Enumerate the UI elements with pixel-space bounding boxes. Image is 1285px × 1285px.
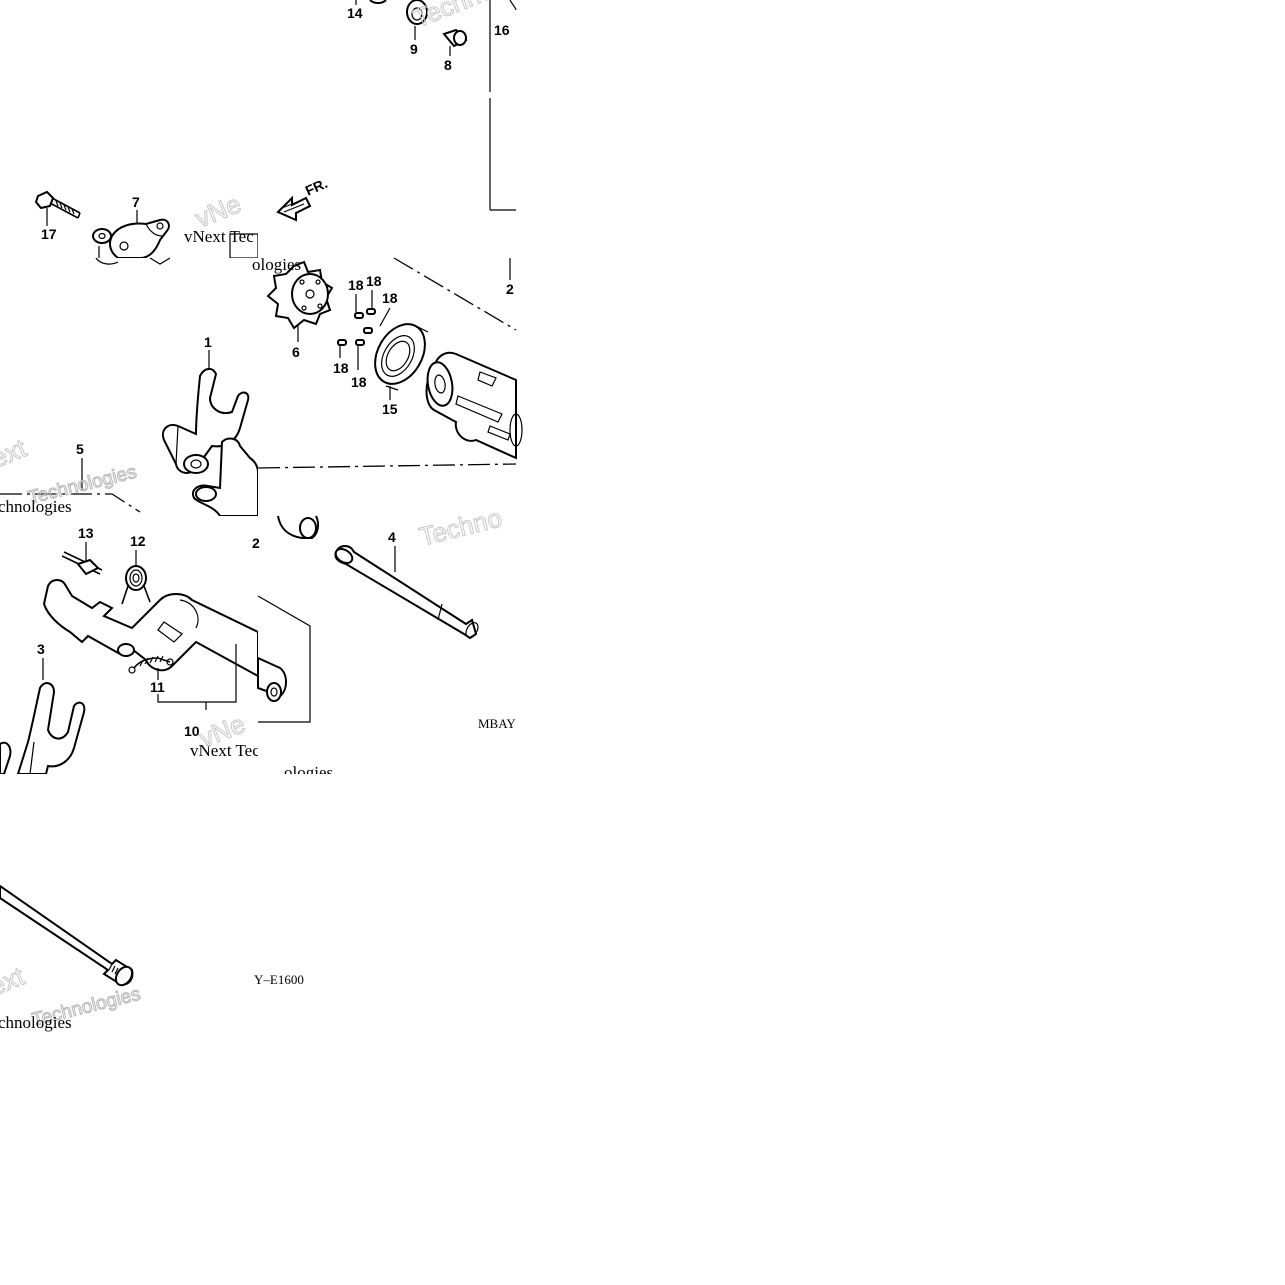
diagram-tile-2: 14 9 8 16 Techno — [258, 0, 517, 258]
part-label-18-a: 18 — [348, 277, 364, 293]
diagram-tile-3: 1 5 ext Technologies chnologies — [0, 257, 259, 517]
part-label-10: 10 — [184, 723, 200, 739]
part-label-18-b: 18 — [366, 273, 382, 289]
front-direction-arrow-icon — [276, 195, 312, 222]
shift-drum-cam-6-icon — [266, 260, 334, 330]
part-label-7: 7 — [132, 194, 140, 210]
watermark-chnologies-bottom: chnologies — [0, 1013, 72, 1032]
collar-icon — [277, 515, 320, 539]
watermark-ext-bottom: ext — [0, 960, 29, 1001]
shift-drum-2-icon — [425, 351, 523, 460]
part-label-2: 2 — [506, 281, 514, 297]
part-label-4: 4 — [388, 529, 396, 545]
part-label-18-e: 18 — [351, 374, 367, 390]
direction-marker: FR. — [303, 175, 330, 199]
part-label-18-d: 18 — [333, 360, 349, 376]
diagram-tile-4: 6 18 18 18 18 18 — [252, 255, 523, 516]
part-label-6: 6 — [292, 344, 300, 360]
torsion-spring-12-icon — [121, 565, 151, 605]
screw-13-icon — [61, 551, 103, 576]
part-label-8: 8 — [444, 57, 452, 73]
part-label-15: 15 — [382, 401, 398, 417]
bearing-15-icon — [374, 323, 429, 391]
dowel-pins-18-icon — [337, 290, 391, 370]
watermark-ext: ext — [0, 432, 31, 473]
watermark-ologies-top: ologies — [252, 255, 301, 274]
part-label-18-c: 18 — [382, 290, 398, 306]
diagram-tile-6: 4 Techno 2 MBAY ologies — [252, 502, 516, 782]
part-label-11: 11 — [150, 679, 165, 695]
part-label-1: 1 — [204, 334, 212, 350]
diagram-tile-8: Y–E1600 — [254, 774, 516, 1032]
pin-9-icon — [406, 0, 428, 25]
watermark-chnologies: chnologies — [0, 497, 72, 516]
part-label-13: 13 — [78, 525, 94, 541]
return-spring-11-icon — [128, 655, 174, 674]
diagram-code-lower: Y–E1600 — [254, 972, 304, 987]
shift-fork-shaft-4-icon — [334, 545, 479, 640]
part-label-16: 16 — [494, 22, 510, 38]
diagram-tile-1: 17 7 vNext Tec vNe — [0, 0, 318, 259]
diagram-tile-7: ext Technologies chnologies — [0, 774, 258, 1032]
part-label-17: 17 — [41, 226, 57, 242]
part-label-5: 5 — [76, 441, 84, 457]
stopper-plate-7-icon — [109, 218, 170, 259]
part-label-2-lower: 2 — [252, 535, 260, 551]
watermark-brand-lower: vNext Tec — [190, 741, 260, 760]
part-label-12: 12 — [130, 533, 146, 549]
diagram-code-upper: MBAY — [478, 716, 516, 731]
part-label-14: 14 — [347, 5, 363, 21]
bolt-17-icon — [34, 190, 81, 219]
part-label-9: 9 — [410, 41, 418, 57]
washer-icon — [92, 228, 112, 244]
gearshift-spindle-shaft-icon — [0, 884, 134, 987]
shift-fork-3-icon — [0, 682, 86, 775]
watermark-techno-top: Techno — [409, 0, 498, 34]
part-label-3: 3 — [37, 641, 45, 657]
collar-8-icon — [442, 28, 468, 48]
watermark-brand: vNext Tec — [184, 227, 254, 246]
diagram-tile-5: 13 12 — [0, 516, 260, 775]
